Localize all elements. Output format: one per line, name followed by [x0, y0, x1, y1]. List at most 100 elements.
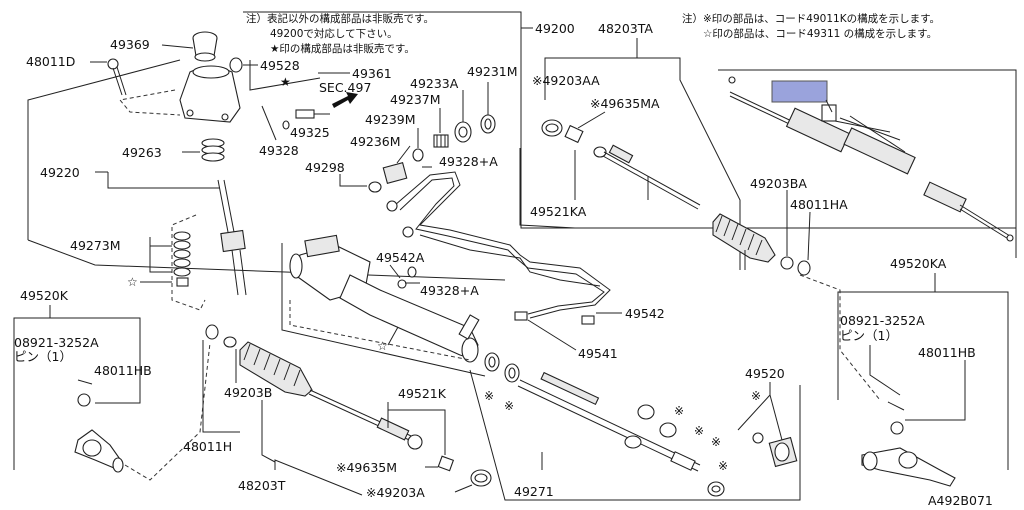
- label-49528[interactable]: 49528: [260, 58, 300, 73]
- bearing-stack-49263[interactable]: [201, 138, 225, 162]
- bolt-48011d[interactable]: [107, 58, 127, 96]
- yoke-49236m[interactable]: [382, 162, 408, 184]
- label-49635ma[interactable]: ※49635MA: [590, 96, 660, 111]
- boot-upper-48203ta[interactable]: [712, 213, 776, 263]
- leader-49273m: [149, 237, 172, 273]
- label-pin-right[interactable]: ピン（1）: [840, 328, 898, 343]
- label-49271[interactable]: 49271: [514, 484, 554, 499]
- ring-stack-49273m[interactable]: [173, 231, 191, 287]
- pin-left[interactable]: [77, 379, 93, 385]
- label-49298[interactable]: 49298: [305, 160, 345, 175]
- label-48203t[interactable]: 48203T: [238, 478, 286, 493]
- pinion-shaft-49220[interactable]: [217, 179, 247, 296]
- clip-49203a[interactable]: [470, 469, 492, 487]
- nut-48011hb-right[interactable]: [890, 421, 904, 435]
- label-49328a-top[interactable]: 49328+A: [439, 154, 498, 169]
- washer-49239m[interactable]: [412, 148, 424, 162]
- pin-right[interactable]: [887, 401, 905, 411]
- seal-49231m[interactable]: [480, 114, 496, 134]
- label-48011d[interactable]: 48011D: [26, 54, 75, 69]
- boot-lower-48203t[interactable]: [239, 341, 313, 397]
- tie-rod-end-right[interactable]: [861, 447, 956, 487]
- label-49541[interactable]: 49541: [578, 346, 618, 361]
- label-49200[interactable]: 49200: [535, 21, 575, 36]
- label-48203ta[interactable]: 48203TA: [598, 21, 653, 36]
- label-48011hb-left[interactable]: 48011HB: [94, 363, 152, 378]
- seal-ring-right-b[interactable]: [659, 422, 677, 438]
- label-49520[interactable]: 49520: [745, 366, 785, 381]
- label-sec497[interactable]: SEC.497: [319, 80, 371, 95]
- nut-48011ha[interactable]: [797, 260, 811, 276]
- bolt-49542a[interactable]: [397, 279, 420, 289]
- pinion-housing[interactable]: [179, 65, 241, 123]
- seal-ring-right-a[interactable]: [637, 404, 655, 420]
- label-49542[interactable]: 49542: [625, 306, 665, 321]
- label-08921-left[interactable]: 08921-3252A: [14, 335, 99, 350]
- plate-49635ma[interactable]: [564, 124, 584, 144]
- washer-49520[interactable]: [752, 432, 764, 444]
- washer-49328a-mid[interactable]: [407, 266, 417, 278]
- label-49369[interactable]: 49369: [110, 37, 150, 52]
- seal-49528[interactable]: [229, 57, 243, 73]
- oring-49328[interactable]: [282, 120, 290, 130]
- label-pin-left[interactable]: ピン（1）: [14, 349, 72, 364]
- label-49263[interactable]: 49263: [122, 145, 162, 160]
- label-08921-right[interactable]: 08921-3252A: [840, 313, 925, 328]
- label-48011ha[interactable]: 48011HA: [790, 197, 848, 212]
- label-49203aa[interactable]: ※49203AA: [532, 73, 600, 88]
- clip-49203aa[interactable]: [541, 119, 563, 137]
- group-frame-lower: [27, 239, 506, 281]
- label-49203b[interactable]: 49203B: [224, 385, 272, 400]
- bracket-49520k-right: [50, 317, 141, 404]
- fitting-49328-a[interactable]: [386, 200, 398, 212]
- seal-ring-left-a[interactable]: [484, 352, 500, 372]
- highlighted-rack-region[interactable]: [771, 80, 828, 103]
- plate-49635m[interactable]: [437, 455, 455, 472]
- fitting-49328-b[interactable]: [402, 226, 414, 238]
- nut-49298[interactable]: [368, 181, 382, 193]
- label-49328[interactable]: 49328: [259, 143, 299, 158]
- gear-housing-main[interactable]: [289, 234, 480, 363]
- label-49521k[interactable]: 49521K: [398, 386, 447, 401]
- clamp-49203b[interactable]: [223, 336, 237, 348]
- bracket-48203t: [274, 459, 363, 496]
- label-49220[interactable]: 49220: [40, 165, 80, 180]
- label-48011h[interactable]: 48011H: [183, 439, 232, 454]
- seal-ring-left-b[interactable]: [504, 363, 520, 383]
- label-49520k[interactable]: 49520K: [20, 288, 69, 303]
- diagram-code: A492B071: [928, 493, 993, 508]
- label-49239m[interactable]: 49239M: [365, 112, 416, 127]
- seal-ring-right-c[interactable]: [707, 481, 725, 497]
- label-49635m[interactable]: ※49635M: [336, 460, 397, 475]
- note-top-left-1: 注）表記以外の構成部品は非販売です。: [246, 12, 434, 25]
- label-48011hb-right[interactable]: 48011HB: [918, 345, 976, 360]
- label-49273m[interactable]: 49273M: [70, 238, 121, 253]
- label-49203a[interactable]: ※49203A: [366, 485, 425, 500]
- label-49231m[interactable]: 49231M: [467, 64, 518, 79]
- label-49325[interactable]: 49325: [290, 125, 330, 140]
- label-49361[interactable]: 49361: [352, 66, 392, 81]
- bushing-49520[interactable]: [768, 436, 798, 468]
- rack-bar-49271[interactable]: [517, 371, 701, 472]
- label-49521ka[interactable]: 49521KA: [530, 204, 587, 219]
- label-49237m[interactable]: 49237M: [390, 92, 441, 107]
- spring-49237m[interactable]: [433, 134, 449, 148]
- clamp-49203ba[interactable]: [780, 256, 794, 270]
- tie-rod-inner-lower[interactable]: [308, 389, 423, 450]
- label-49520ka[interactable]: 49520KA: [890, 256, 947, 271]
- label-49203ba[interactable]: 49203BA: [750, 176, 807, 191]
- seal-49233a[interactable]: [454, 121, 472, 143]
- label-49328a-mid[interactable]: 49328+A: [420, 283, 479, 298]
- tie-rod-end-left[interactable]: [74, 429, 124, 473]
- bracket-49521k: [387, 402, 446, 455]
- tie-rod-inner-upper[interactable]: [593, 144, 701, 210]
- pipe-assembly-49542[interactable]: [394, 171, 611, 325]
- label-49236m[interactable]: 49236M: [350, 134, 401, 149]
- cap-49369[interactable]: [192, 31, 218, 62]
- label-49233a[interactable]: 49233A: [410, 76, 459, 91]
- label-49542a[interactable]: 49542A: [376, 250, 425, 265]
- valve-49325[interactable]: [295, 109, 330, 119]
- leader-star-housing: [387, 326, 399, 346]
- nut-48011hb-left[interactable]: [77, 393, 91, 407]
- nut-48011h[interactable]: [205, 324, 219, 340]
